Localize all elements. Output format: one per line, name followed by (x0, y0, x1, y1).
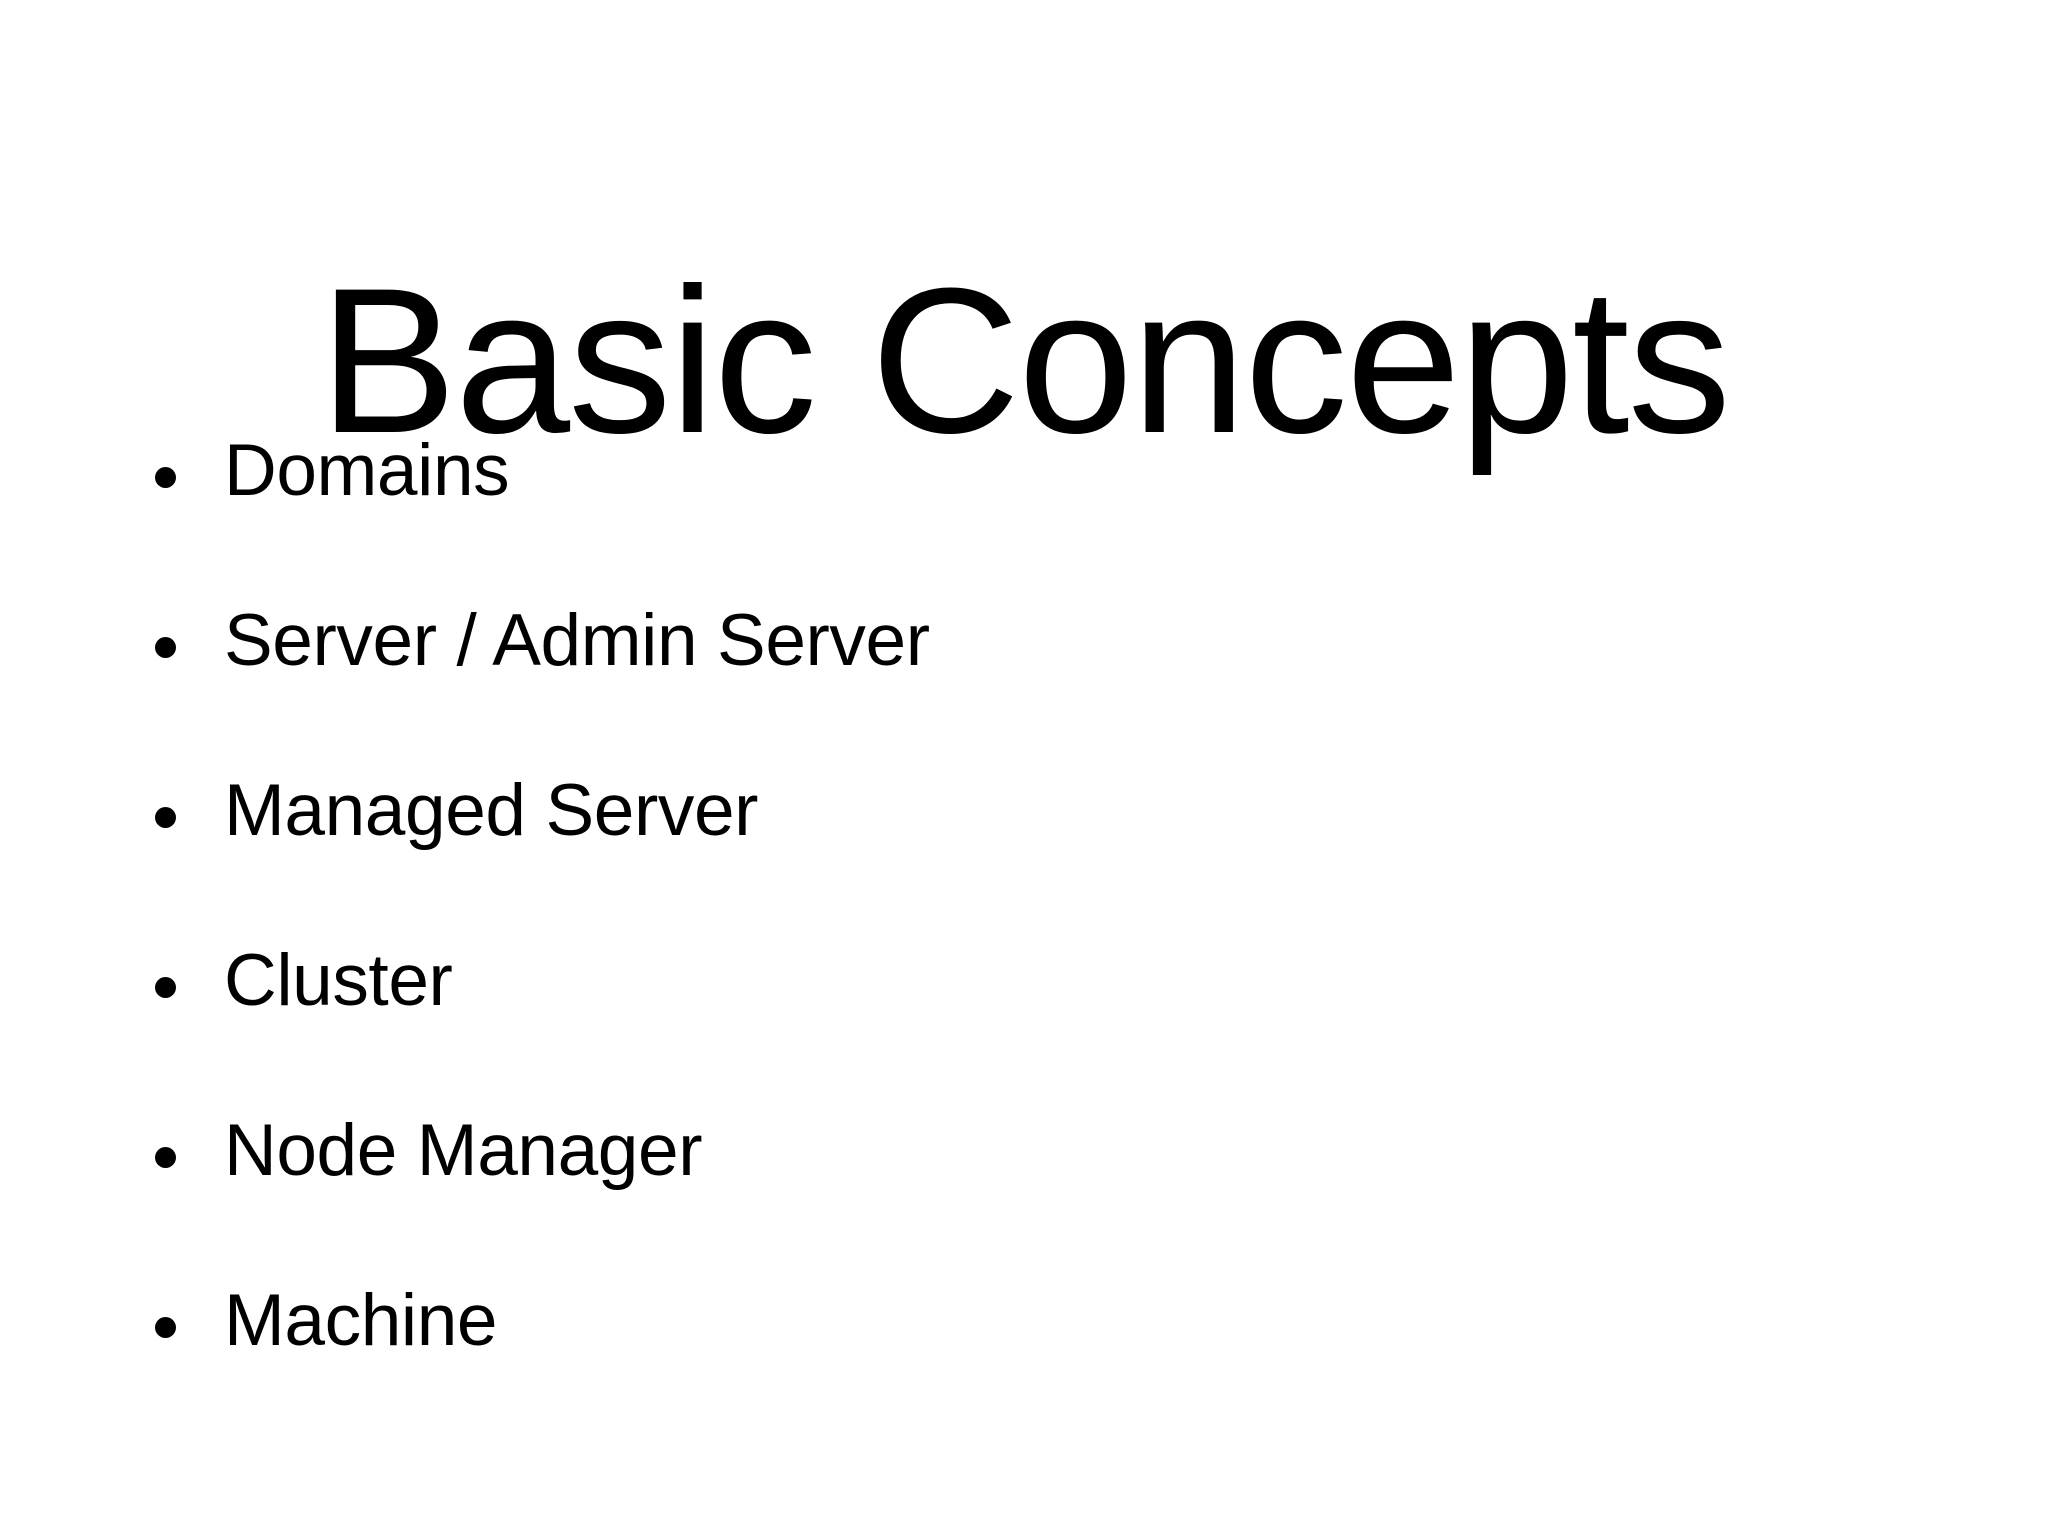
bullet-point-icon (155, 977, 176, 998)
bullet-point-icon (155, 467, 176, 488)
list-item: Cluster (150, 940, 1900, 1110)
page-title: Basic Concepts (318, 244, 1731, 476)
list-item-label: Domains (224, 430, 510, 511)
concepts-bullet-list: Domains Server / Admin Server Managed Se… (150, 430, 1900, 1450)
list-item: Machine (150, 1280, 1900, 1450)
list-item: Managed Server (150, 770, 1900, 940)
list-item-label: Server / Admin Server (224, 600, 930, 681)
bullet-point-icon (155, 807, 176, 828)
list-item-label: Node Manager (224, 1110, 703, 1191)
list-item: Server / Admin Server (150, 600, 1900, 770)
bullet-point-icon (155, 1317, 176, 1338)
list-item: Domains (150, 430, 1900, 600)
bullet-point-icon (155, 637, 176, 658)
bullet-point-icon (155, 1147, 176, 1168)
list-item: Node Manager (150, 1110, 1900, 1280)
list-item-label: Machine (224, 1280, 498, 1361)
list-item-label: Managed Server (224, 770, 759, 851)
list-item-label: Cluster (224, 940, 453, 1021)
